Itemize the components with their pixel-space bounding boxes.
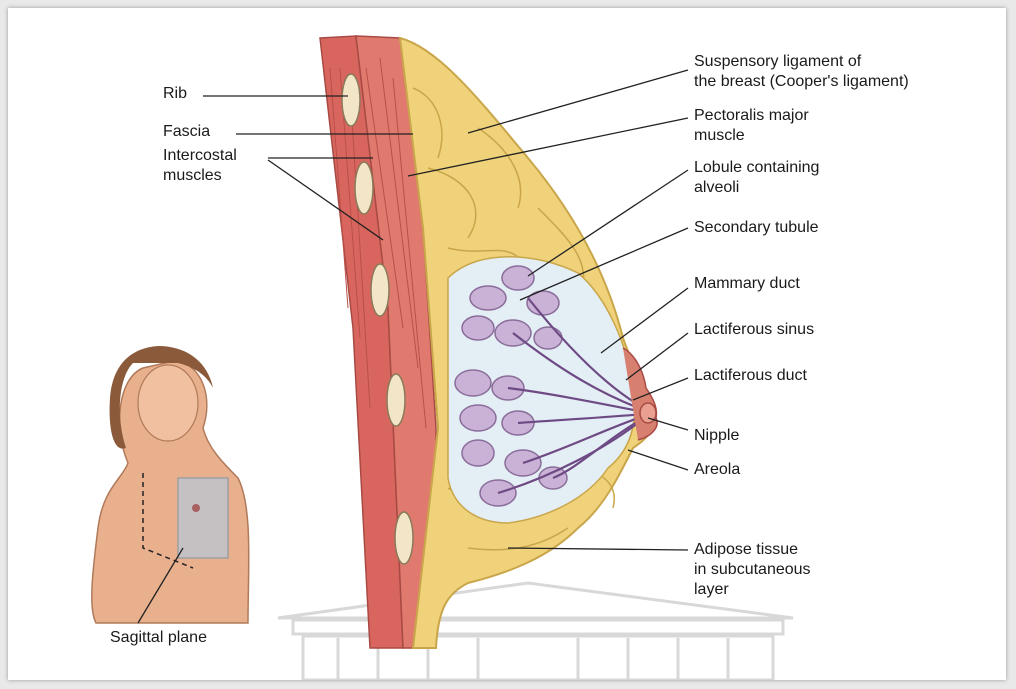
label-nipple: Nipple [694,426,739,446]
label-fascia: Fascia [163,122,210,142]
breast-anatomy-illustration [8,8,1006,680]
label-suspensory-ligament: Suspensory ligament of the breast (Coope… [694,52,909,92]
label-adipose-tissue: Adipose tissue in subcutaneous layer [694,540,811,600]
label-mammary-duct: Mammary duct [694,274,800,294]
label-pectoralis-major: Pectoralis major muscle [694,106,809,146]
label-areola: Areola [694,460,740,480]
label-intercostal-muscles: Intercostal muscles [163,146,237,186]
label-secondary-tubule: Secondary tubule [694,218,819,238]
label-lobule: Lobule containing alveoli [694,158,819,198]
label-lactiferous-sinus: Lactiferous sinus [694,320,814,340]
label-sagittal-plane: Sagittal plane [110,628,207,648]
label-rib: Rib [163,84,187,104]
diagram-frame: Rib Fascia Intercostal muscles Suspensor… [8,8,1006,680]
label-lactiferous-duct: Lactiferous duct [694,366,807,386]
woman-figure [92,346,249,623]
